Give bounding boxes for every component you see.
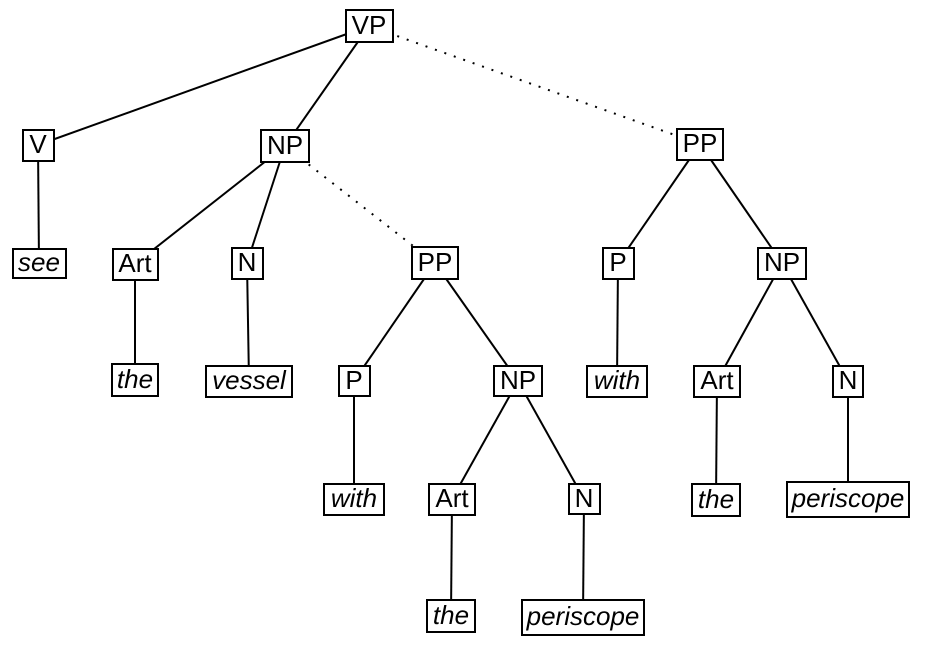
tree-edge-np-low-to-n-low: [517, 380, 585, 500]
tree-node-n-left: N: [230, 246, 264, 280]
tree-node-label: NP: [763, 247, 801, 277]
tree-edge-pp-high-to-p-high: [617, 143, 701, 264]
tree-node-label: Art: [435, 483, 469, 513]
tree-edge-n-left-to-vessel: [246, 262, 250, 382]
tree-node-label: the: [432, 600, 470, 630]
tree-node-the-left: the: [111, 363, 159, 397]
tree-node-label: Art: [118, 248, 152, 278]
tree-node-label: NP: [266, 130, 304, 160]
tree-edge-np-object-to-art-left: [134, 145, 286, 265]
tree-edge-pp-low-to-p-low: [353, 262, 436, 382]
tree-node-label: PP: [417, 247, 453, 277]
tree-node-label: N: [574, 483, 594, 513]
tree-edge-np-object-to-n-left: [246, 145, 286, 264]
tree-node-label: VP: [351, 10, 387, 40]
tree-node-label: P: [609, 247, 627, 277]
tree-node-p-low: P: [337, 365, 371, 397]
tree-node-vessel: vessel: [205, 364, 293, 398]
tree-node-label: periscope: [791, 483, 905, 513]
tree-edge-np-high-to-n-high: [781, 262, 849, 382]
tree-node-pp-high: PP: [676, 127, 724, 161]
tree-node-art-left: Art: [111, 247, 159, 281]
tree-edge-art-low-to-the-low: [450, 498, 453, 617]
tree-node-periscope-high: periscope: [786, 480, 910, 518]
tree-edge-np-low-to-art-low: [451, 380, 519, 500]
tree-node-np-low: NP: [493, 365, 543, 397]
tree-edge-art-high-to-the-high: [715, 380, 718, 501]
tree-node-label: N: [237, 247, 257, 277]
tree-node-art-high: Art: [693, 364, 741, 398]
tree-node-v: V: [21, 128, 55, 162]
tree-node-p-high: P: [601, 246, 635, 280]
tree-node-periscope-low: periscope: [521, 598, 645, 636]
tree-node-label: the: [116, 364, 154, 394]
tree-edge-np-high-to-art-high: [716, 262, 783, 382]
tree-node-label: vessel: [212, 365, 286, 395]
tree-node-label: PP: [682, 128, 718, 158]
tree-edge-vp-to-v: [37, 25, 370, 146]
tree-edge-n-low-to-periscope-low: [582, 498, 585, 618]
tree-node-np-high: NP: [757, 246, 807, 280]
tree-node-pp-low: PP: [411, 246, 459, 280]
tree-node-label: P: [345, 365, 363, 395]
tree-node-label: periscope: [526, 601, 640, 631]
tree-node-n-high: N: [832, 364, 864, 398]
tree-edge-v-to-see: [37, 144, 40, 264]
tree-edge-p-high-to-with-high: [616, 262, 619, 382]
tree-node-with-low: with: [323, 482, 385, 516]
tree-node-label: with: [330, 483, 378, 513]
tree-node-label: with: [593, 365, 641, 395]
tree-node-art-low: Art: [428, 482, 476, 516]
tree-node-the-high: the: [691, 483, 741, 517]
tree-node-label: NP: [499, 365, 537, 395]
tree-node-label: N: [838, 365, 858, 395]
tree-node-vp: VP: [344, 9, 394, 43]
tree-node-np-object: NP: [260, 129, 310, 163]
tree-edge-np-object-to-pp-low: [284, 145, 436, 264]
tree-edge-pp-low-to-np-low: [434, 262, 519, 382]
tree-node-label: V: [29, 129, 47, 159]
tree-node-the-low: the: [426, 599, 476, 633]
tree-node-n-low: N: [567, 483, 601, 515]
tree-node-label: the: [697, 484, 735, 514]
tree-edge-pp-high-to-np-high: [699, 143, 783, 264]
tree-node-see: see: [11, 247, 67, 279]
tree-node-label: Art: [700, 365, 734, 395]
tree-edge-vp-to-np-object: [284, 25, 370, 147]
tree-node-label: see: [18, 247, 60, 277]
tree-node-with-high: with: [586, 364, 648, 398]
